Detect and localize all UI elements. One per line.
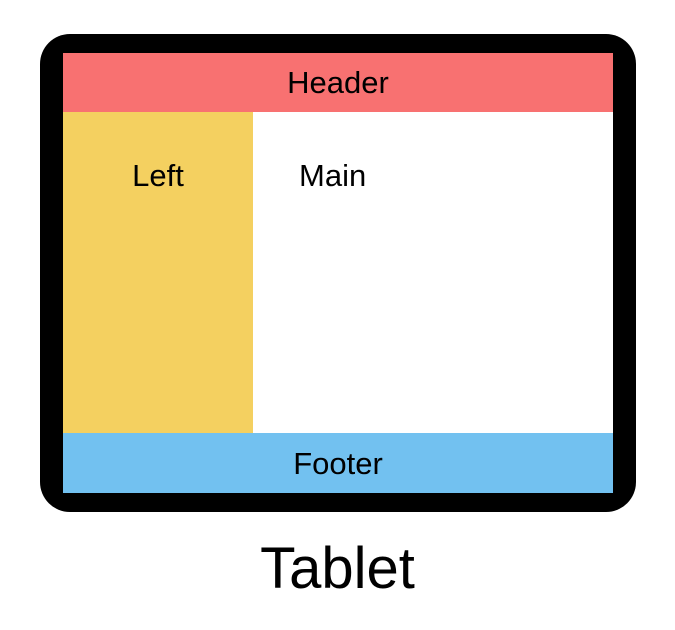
tablet-screen: Header Left Main Footer <box>63 53 613 493</box>
left-sidebar-region: Left <box>63 112 253 433</box>
main-label: Main <box>299 158 367 193</box>
left-label: Left <box>132 158 184 193</box>
header-label: Header <box>287 65 389 100</box>
footer-region: Footer <box>63 433 613 493</box>
header-region: Header <box>63 53 613 112</box>
main-region: Main <box>253 112 613 433</box>
footer-label: Footer <box>293 445 383 481</box>
device-caption: Tablet <box>260 536 415 601</box>
tablet-frame: Header Left Main Footer <box>40 34 636 512</box>
